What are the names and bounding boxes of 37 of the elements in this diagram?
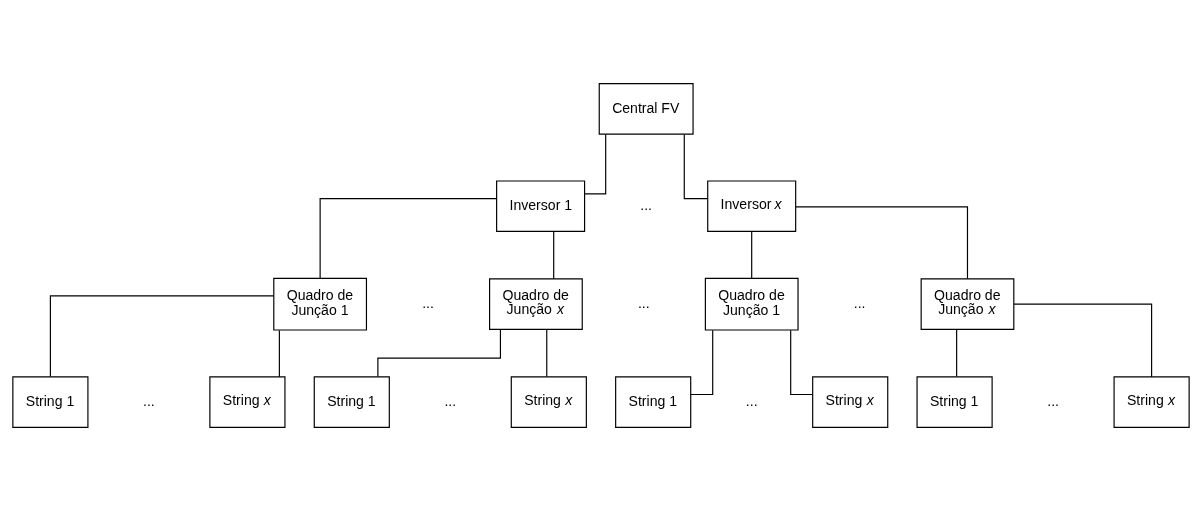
connector [278,329,280,377]
connector [1013,303,1153,377]
label: ... [745,392,758,409]
node-box: Quadro de Junção 1 [704,277,799,331]
node-box: String x [812,375,889,428]
connector [751,230,753,279]
connector [553,230,555,279]
node-box: Central FV [598,82,694,135]
label: ... [637,294,650,311]
connector [795,205,969,279]
label: ... [422,294,434,311]
label: ... [1047,392,1059,409]
node-box: Quadro de Junção 1 [273,277,368,331]
connector [377,328,502,377]
node-box: Quadro de Junção x [920,277,1015,330]
node-box: String 1 [313,375,390,428]
label: ... [444,392,457,409]
node-box: String x [209,375,286,428]
node-box: Quadro de Junção x [489,277,583,330]
label: ... [143,392,155,409]
connector [956,328,958,377]
node-box: String x [510,375,587,428]
node-box: Inversor x [707,179,797,232]
label: ... [640,196,653,213]
connector [49,294,275,377]
connector [546,328,548,377]
node-box: Inversor 1 [496,179,586,232]
connector [790,329,814,395]
node-box: String x [1113,375,1190,428]
connector [683,133,709,199]
connector [584,133,607,194]
connector [319,197,498,279]
node-box: String 1 [916,375,993,428]
label: ... [853,294,866,311]
node-box: String 1 [12,375,89,428]
connector [690,329,714,395]
node-box: String 1 [615,375,692,428]
